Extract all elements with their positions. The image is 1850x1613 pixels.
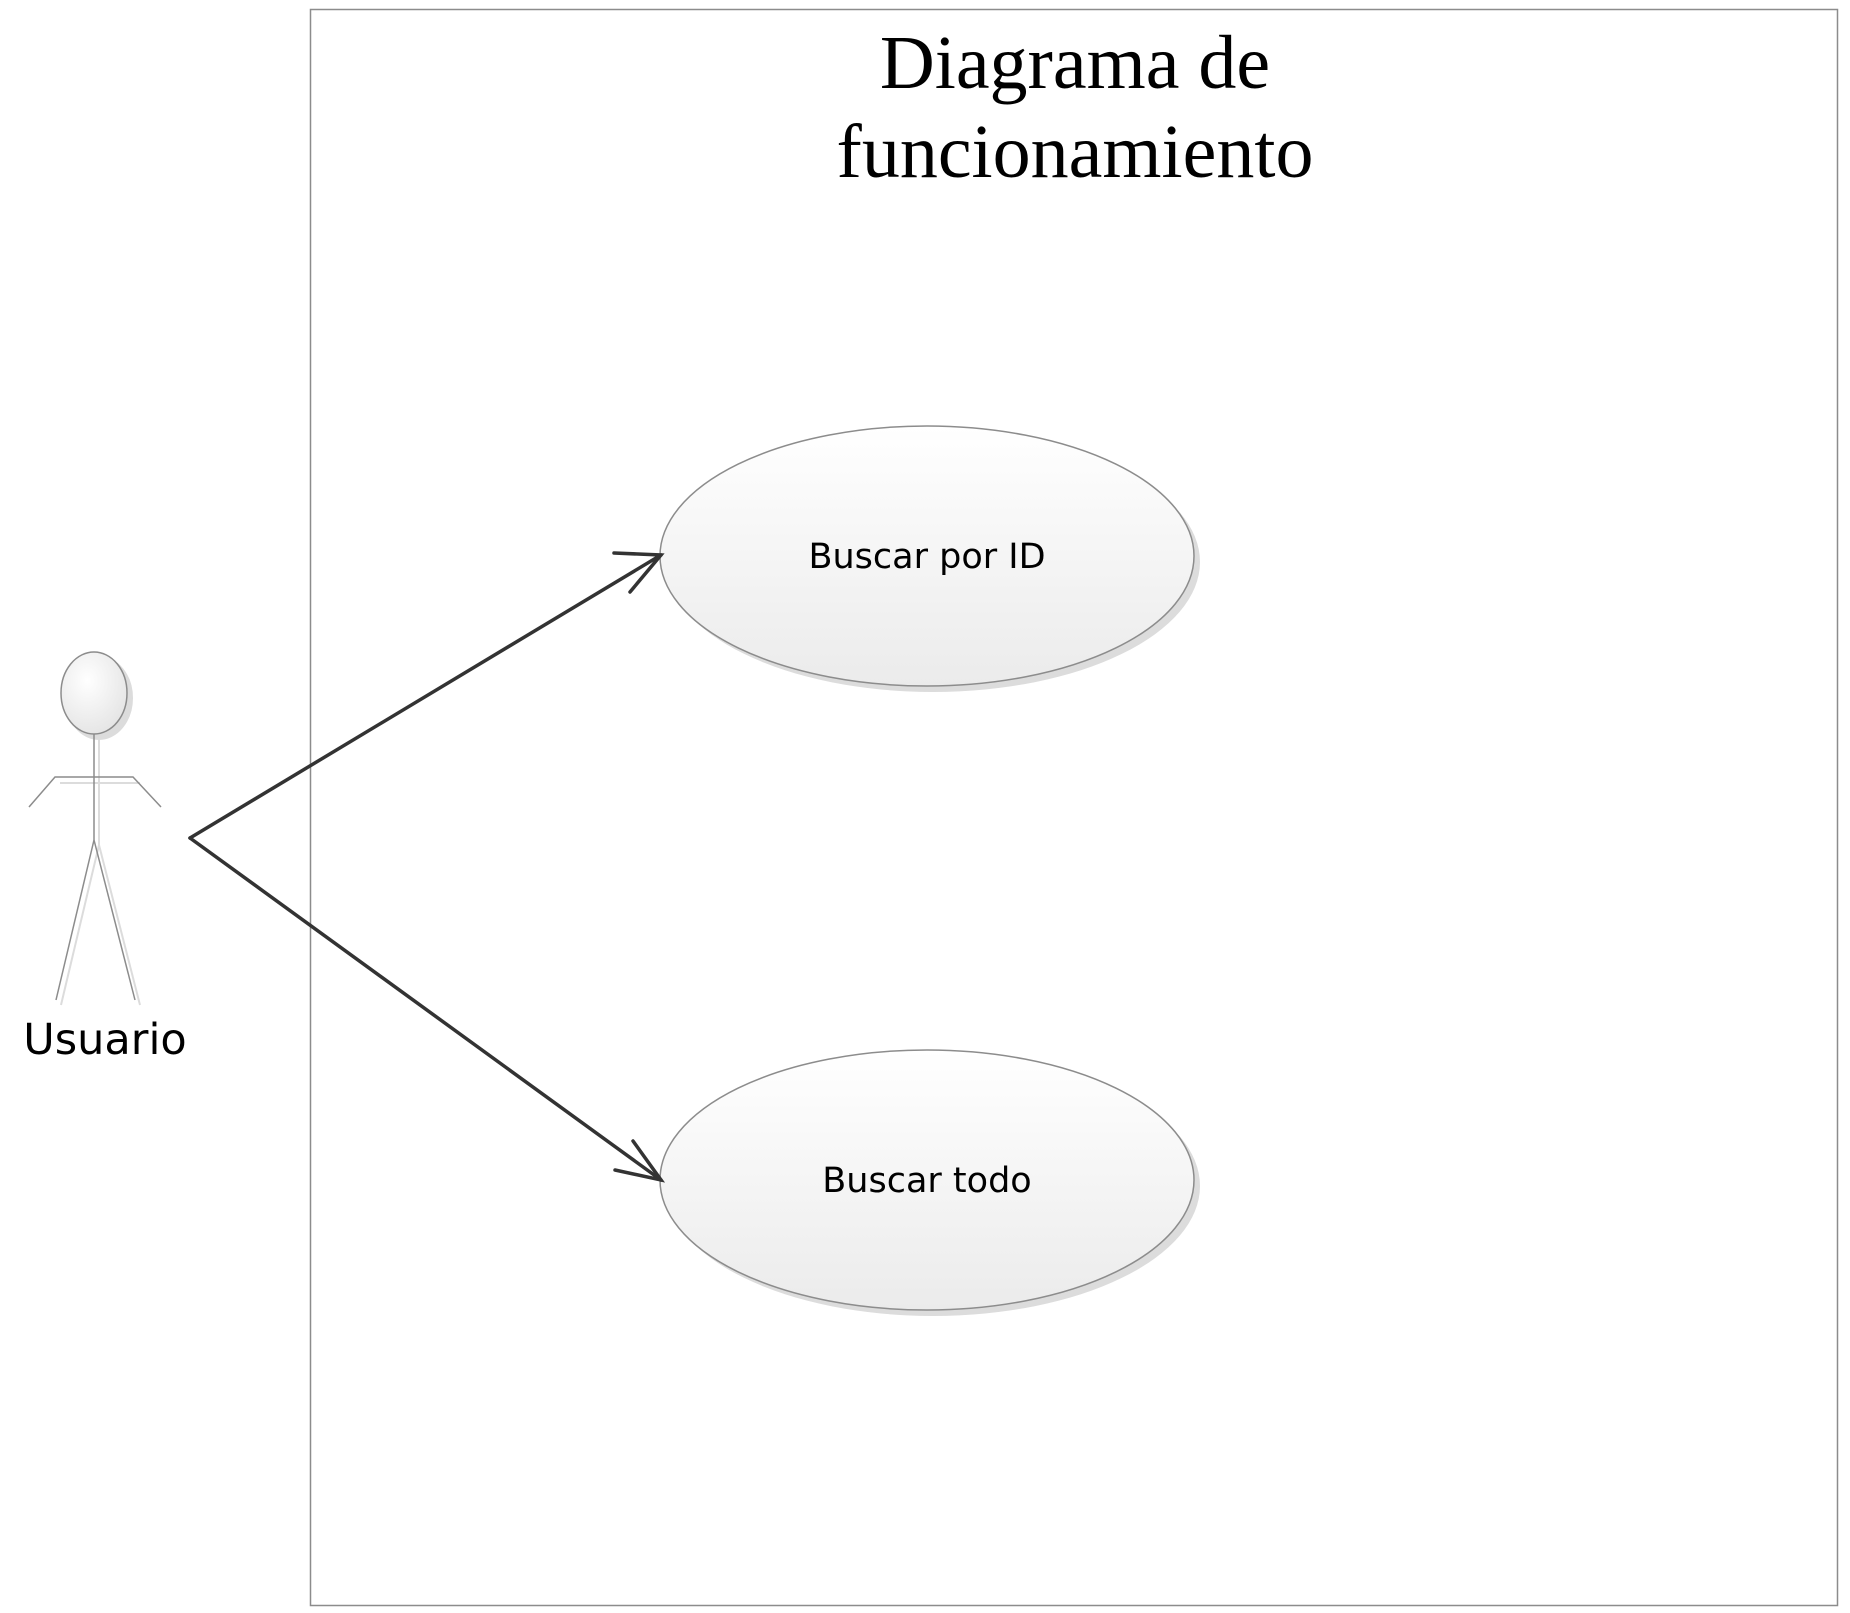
actor-right-leg — [93, 839, 136, 1001]
use-case-label: Buscar todo — [822, 1161, 1031, 1201]
actor-arms — [28, 776, 162, 808]
actor-head — [60, 651, 128, 735]
association-line — [188, 553, 663, 840]
use-case-buscar-todo[interactable]: Buscar todo — [659, 1049, 1200, 1316]
association-line — [188, 836, 663, 1182]
use-case-buscar-por-id[interactable]: Buscar por ID — [659, 425, 1200, 692]
open-arrowhead — [613, 1139, 666, 1183]
use-case-label: Buscar por ID — [808, 537, 1045, 577]
association-to-buscar-por-id — [188, 551, 665, 840]
actor-name: Usuario — [23, 1015, 186, 1065]
association-to-buscar-todo — [188, 836, 666, 1183]
open-arrowhead — [612, 551, 665, 594]
system-title-line2: funcionamiento — [837, 110, 1314, 194]
actor-left-leg — [55, 839, 95, 1001]
system-boundary — [309, 8, 1839, 1607]
actor-usuario[interactable]: Usuario — [23, 651, 187, 1065]
system-title-line1: Diagrama de — [880, 21, 1270, 105]
